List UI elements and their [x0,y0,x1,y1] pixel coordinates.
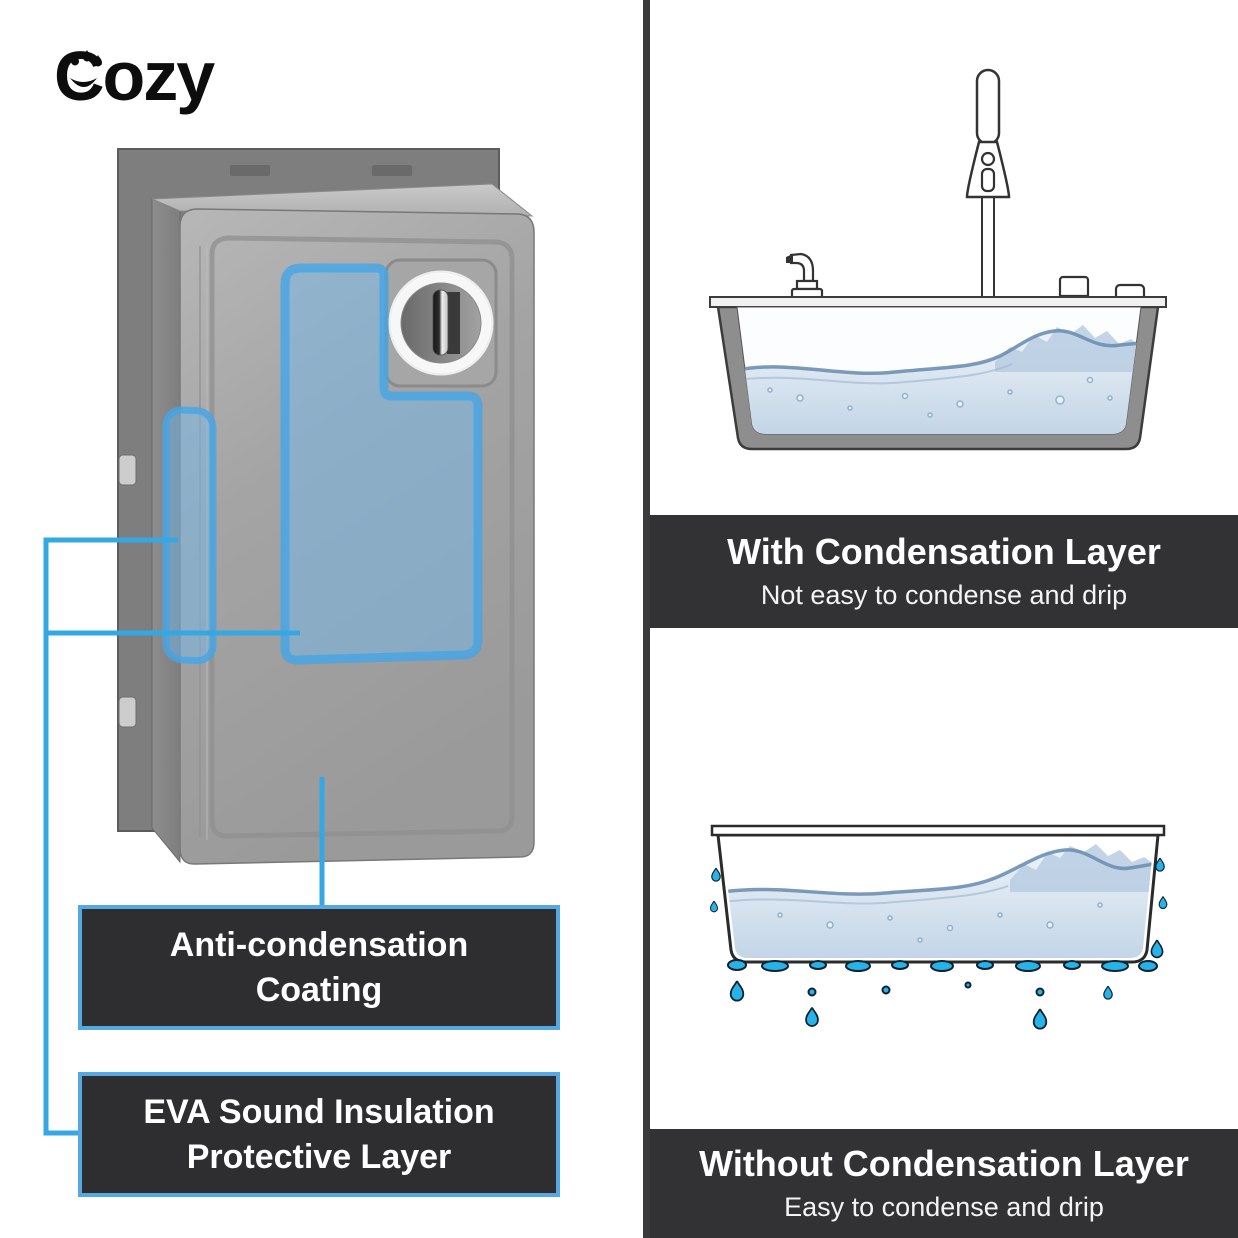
coating-highlight-front [280,263,483,665]
callout-line: EVA Sound Insulation [143,1092,495,1131]
water [737,325,1141,434]
left-panel: Cozy [43,37,560,1197]
callout-line: Anti-condensation [169,925,469,964]
flush-actuator-icon [965,68,1011,307]
cistern-product-image [117,148,535,865]
with-layer-title: With Condensation Layer [727,531,1161,572]
smile-icon [70,78,97,87]
inspection-ring [384,258,498,388]
panel-divider [643,0,650,1238]
callout-anti-condensation: Anti-condensation Coating [78,905,560,1030]
water [722,844,1154,958]
tank-without-layer [710,824,1166,964]
callout-line: Coating [255,970,383,1009]
without-layer-illustration [710,824,1168,1030]
without-layer-header: Without Condensation Layer Easy to conde… [650,1129,1238,1238]
without-layer-subtitle: Easy to condense and drip [784,1191,1104,1222]
tank-with-layer [709,296,1167,451]
drip-droplets [710,857,1168,1030]
without-layer-title: Without Condensation Layer [699,1143,1189,1184]
fill-valve-icon [786,252,824,305]
with-layer-illustration [709,68,1167,451]
water-drops-icon [71,50,102,67]
brand-wordmark: Cozy [54,37,215,115]
cozy-logo: Cozy [54,37,217,115]
with-layer-header: With Condensation Layer Not easy to cond… [650,515,1238,628]
eva-highlight-side [162,406,217,665]
with-layer-subtitle: Not easy to condense and drip [760,579,1128,610]
callout-eva-layer: EVA Sound Insulation Protective Layer [78,1072,560,1197]
callout-line: Protective Layer [186,1137,452,1176]
